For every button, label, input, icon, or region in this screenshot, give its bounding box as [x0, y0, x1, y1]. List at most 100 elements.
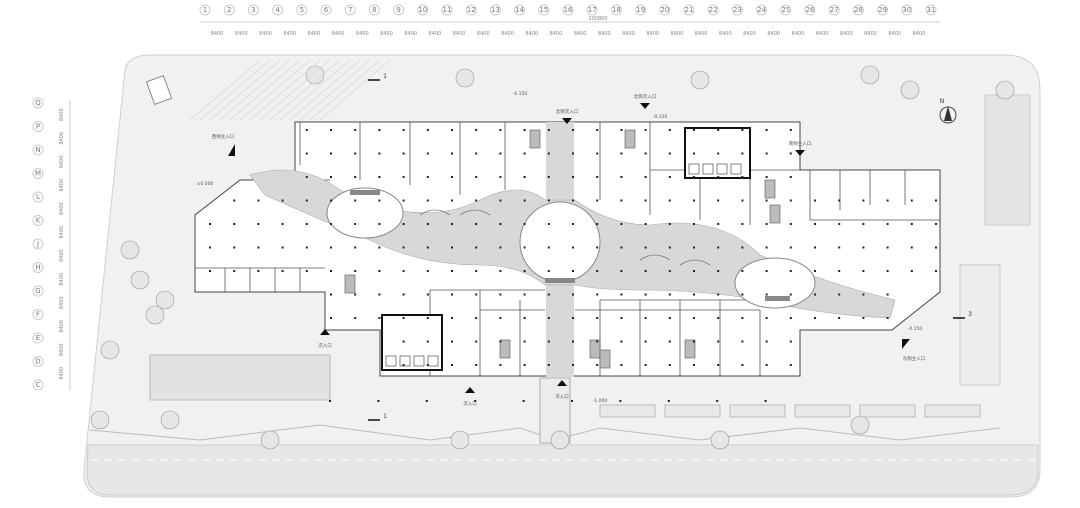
- column: [886, 223, 889, 225]
- column-axis-label: 21: [685, 6, 694, 14]
- column-axis-bubble: [441, 4, 453, 16]
- column: [426, 340, 429, 343]
- column: [886, 199, 889, 202]
- column: [838, 270, 841, 272]
- column: [305, 152, 308, 155]
- column: [377, 400, 380, 402]
- column: [741, 293, 744, 296]
- column: [814, 199, 816, 202]
- column: [644, 293, 647, 296]
- column: [425, 400, 428, 402]
- column: [499, 223, 502, 225]
- service-cores: [344, 127, 790, 371]
- column-axis-label: 6: [324, 6, 329, 14]
- column: [620, 317, 623, 319]
- column: [741, 270, 744, 272]
- column: [499, 176, 502, 178]
- column: [935, 246, 937, 249]
- column-axis-label: 14: [515, 6, 524, 14]
- column: [765, 176, 768, 178]
- paving-line: [289, 59, 361, 121]
- north-arrow: N: [939, 98, 957, 124]
- column: [693, 364, 695, 366]
- column: [572, 246, 574, 249]
- column: [668, 176, 671, 178]
- column-dimension: 8400: [767, 31, 780, 37]
- column-axis-bar: 1840028400384004840058400684007840088400…: [199, 4, 940, 37]
- column-axis-label: 25: [781, 6, 790, 14]
- tree-icon: [160, 410, 180, 430]
- paving-line: [279, 59, 351, 121]
- column-dimension: 8400: [283, 31, 296, 37]
- column: [281, 199, 284, 202]
- column: [862, 317, 865, 319]
- column: [620, 293, 623, 296]
- column-axis-label: 26: [806, 6, 815, 14]
- column: [475, 364, 478, 366]
- column: [572, 340, 574, 343]
- paving-line: [249, 59, 321, 121]
- column: [209, 246, 211, 249]
- column: [717, 176, 720, 178]
- column: [354, 317, 357, 319]
- column: [596, 340, 599, 343]
- parking-stripes: [189, 59, 981, 418]
- entrance-arrow-icon: [795, 150, 805, 156]
- toilet-stall: [385, 355, 397, 367]
- column: [475, 129, 478, 131]
- column: [789, 223, 792, 225]
- row-dimension: 8400: [59, 273, 65, 286]
- column: [571, 400, 573, 402]
- column-axis-bubble: [610, 4, 622, 16]
- column: [402, 246, 405, 249]
- elevation-label: -1.000: [593, 398, 608, 404]
- column-dimension: 8400: [404, 31, 417, 37]
- column: [765, 152, 768, 155]
- column: [523, 129, 526, 131]
- column-dimension: 8400: [743, 31, 756, 37]
- column: [619, 400, 622, 402]
- column-axis-bubble: [514, 4, 526, 16]
- column-axis-label: 19: [636, 6, 645, 14]
- column: [475, 223, 478, 225]
- column: [330, 293, 332, 296]
- column-axis-bubble: [683, 4, 695, 16]
- column-dimension: 8400: [308, 31, 321, 37]
- column: [547, 293, 550, 296]
- column: [378, 223, 381, 225]
- column: [572, 129, 574, 131]
- toilet-stall: [688, 163, 700, 175]
- column: [596, 176, 599, 178]
- column: [717, 293, 720, 296]
- row-axis-bar: Q8400P8400N8400M8400L8400K8400J8400H8400…: [32, 97, 71, 391]
- column: [572, 317, 574, 319]
- structural-columns: [209, 129, 937, 402]
- tree-icon: [455, 68, 475, 88]
- entrance-arrow-icon: [228, 144, 235, 156]
- shop-partitions: [195, 122, 940, 376]
- column: [693, 223, 695, 225]
- column: [741, 199, 744, 202]
- column: [547, 340, 550, 343]
- column: [668, 199, 671, 202]
- column: [693, 152, 695, 155]
- column: [644, 270, 647, 272]
- parking-bay: [729, 404, 786, 418]
- paving-line: [209, 59, 281, 121]
- entrance-label: 次入口: [463, 400, 477, 407]
- row-axis-label: D: [35, 358, 40, 366]
- column-axis-label: 12: [467, 6, 476, 14]
- column: [475, 199, 478, 202]
- column: [233, 223, 236, 225]
- column: [668, 340, 671, 343]
- row-axis-bubble: [32, 168, 44, 179]
- column: [523, 199, 526, 202]
- column: [475, 293, 478, 296]
- row-axis-bubble: [32, 356, 44, 367]
- column: [910, 270, 913, 272]
- column: [257, 270, 260, 272]
- tree-icon: [710, 430, 730, 450]
- column-axis-label: 7: [348, 6, 352, 14]
- column: [765, 270, 768, 272]
- row-axis-bubble: [32, 379, 44, 391]
